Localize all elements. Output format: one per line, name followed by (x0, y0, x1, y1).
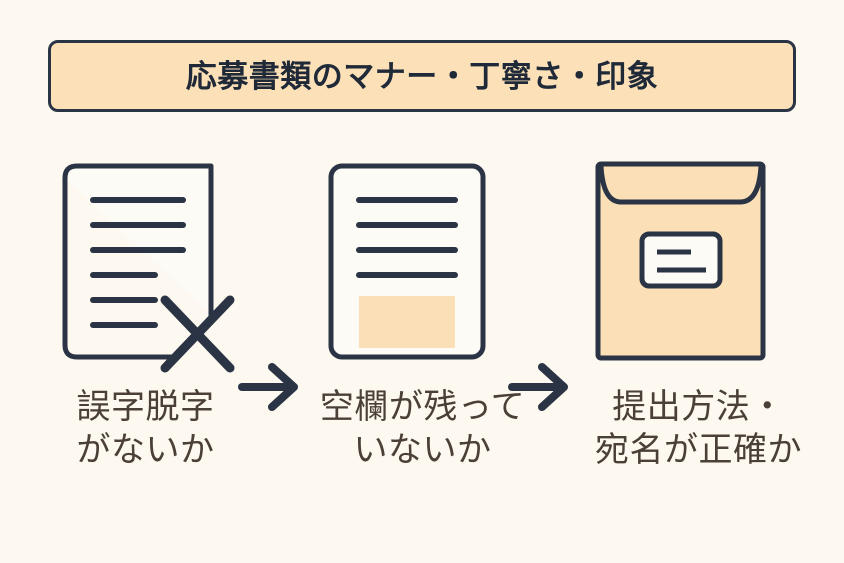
step-caption-3-line-1: 提出方法・ (612, 388, 785, 426)
step-item-2 (295, 140, 525, 380)
step-item-1 (25, 140, 255, 380)
step-caption-2-line-1: 空欄が残って (319, 388, 526, 426)
step-caption-2-line-2: いないか (353, 430, 492, 469)
step-caption-1-line-2: がないか (76, 430, 215, 469)
captions-row: 誤字脱字 がないか 空欄が残って いないか 提出方法・ 宛名が正確か (0, 386, 844, 506)
step-caption-1: 誤字脱字 がないか (5, 386, 286, 472)
envelope-with-address-label-icon (595, 161, 766, 361)
step-caption-1-line-1: 誤字脱字 (76, 388, 215, 426)
step-caption-3: 提出方法・ 宛名が正確か (558, 386, 839, 472)
steps-row (0, 140, 844, 411)
arrow-right-icon-1 (238, 363, 298, 411)
title-banner: 応募書類のマナー・丁寧さ・印象 (48, 40, 796, 112)
arrow-right-icon-2 (508, 363, 568, 411)
page-title: 応募書類のマナー・丁寧さ・印象 (185, 58, 659, 94)
step-item-3 (565, 140, 795, 380)
step-caption-3-line-2: 宛名が正確か (595, 430, 802, 469)
document-with-x-icon (62, 163, 235, 373)
document-with-blank-field-icon (328, 163, 486, 360)
step-caption-2: 空欄が残って いないか (282, 386, 563, 472)
